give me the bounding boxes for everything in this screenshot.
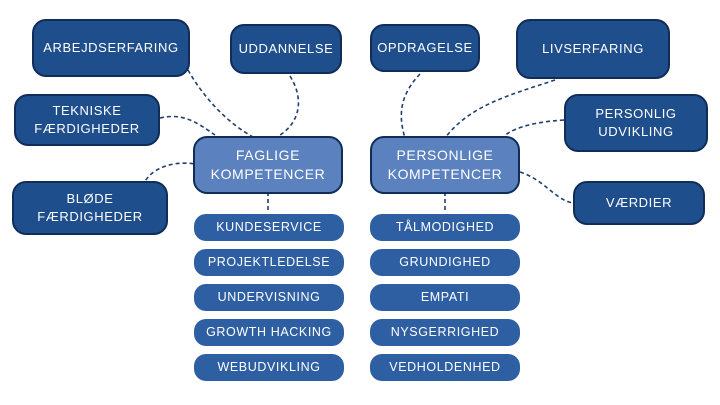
node-livserfaring: LIVSERFARING — [516, 19, 670, 79]
node-faglige-kompetencer: FAGLIGE KOMPETENCER — [193, 136, 343, 194]
faglige-item-projektledelse: PROJEKTLEDELSE — [194, 249, 344, 276]
node-personlig-udvikling: PERSONLIG UDVIKLING — [564, 94, 708, 152]
node-arbejdserfaring: ARBEJDSERFARING — [32, 19, 190, 77]
connector-livserfaring — [444, 79, 556, 139]
node-tekniske-faerdigheder: TEKNISKE FÆRDIGHEDER — [14, 94, 160, 146]
personlige-item-nysgerrighed: NYSGERRIGHED — [370, 319, 520, 346]
node-bloede-faerdigheder: BLØDE FÆRDIGHEDER — [12, 181, 168, 235]
faglige-item-growth-hacking: GROWTH HACKING — [194, 319, 344, 346]
node-vaerdier: VÆRDIER — [573, 181, 705, 225]
connector-arbejdserfaring — [187, 69, 256, 139]
connector-opdragelse — [400, 73, 421, 139]
personlige-item-vedholdenhed: VEDHOLDENHED — [370, 354, 520, 381]
faglige-item-kundeservice: KUNDESERVICE — [194, 214, 344, 241]
personlige-item-grundighed: GRUNDIGHED — [370, 249, 520, 276]
personlige-item-empati: EMPATI — [370, 284, 520, 311]
connector-tekniske — [159, 115, 216, 136]
connector-personlig — [502, 119, 565, 139]
connector-uddannelse — [274, 75, 300, 139]
node-personlige-kompetencer: PERSONLIGE KOMPETENCER — [370, 136, 520, 194]
faglige-item-webudvikling: WEBUDVIKLING — [194, 354, 344, 381]
connector-vaerdier — [519, 171, 574, 204]
personlige-item-taalmodighed: TÅLMODIGHED — [370, 214, 520, 241]
node-opdragelse: OPDRAGELSE — [370, 24, 480, 72]
node-uddannelse: UDDANNELSE — [230, 24, 342, 74]
faglige-item-undervisning: UNDERVISNING — [194, 284, 344, 311]
